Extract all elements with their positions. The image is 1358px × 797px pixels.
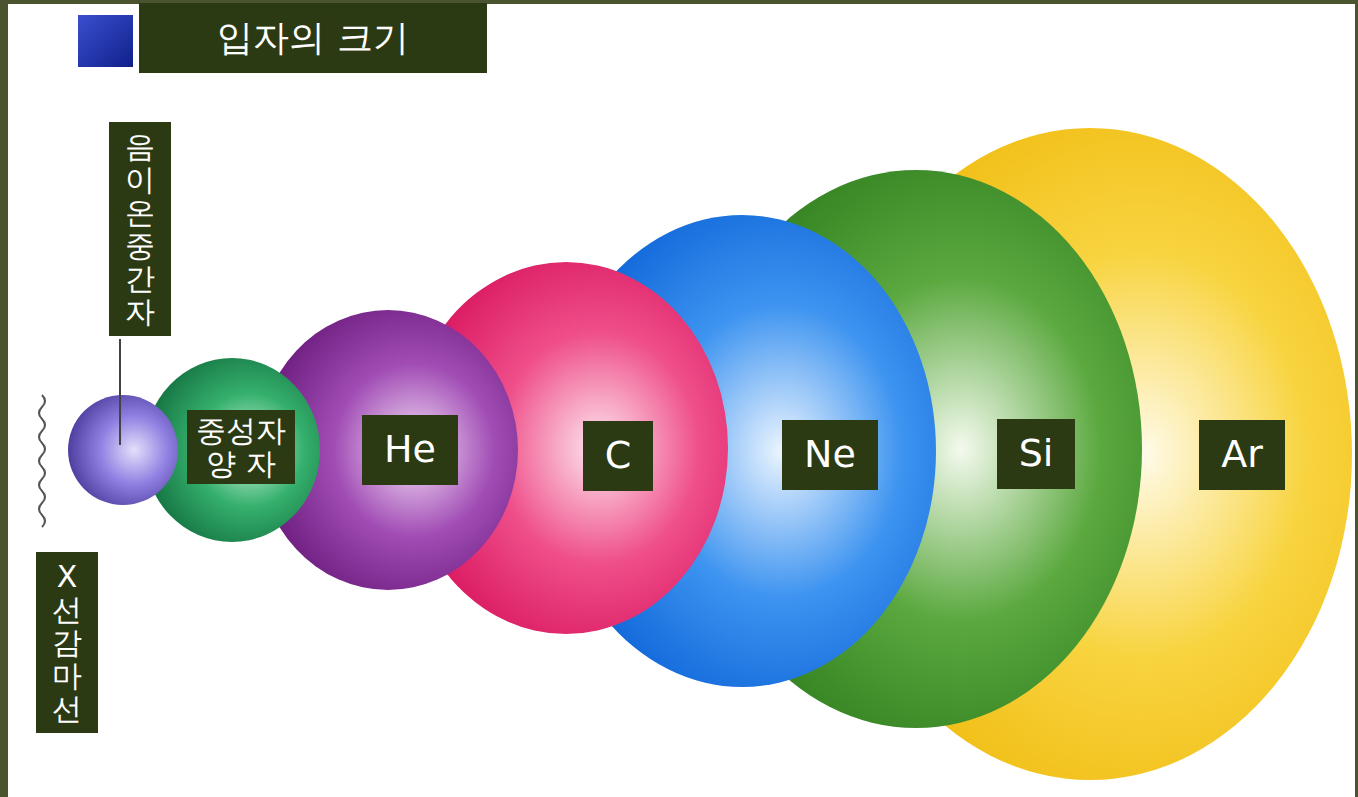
particle-label: 음이온중간자 <box>109 122 171 336</box>
particle-circle: 음이온중간자 <box>68 395 178 505</box>
circle-shape <box>68 395 178 505</box>
label-box: 중성자 양 자 <box>187 410 295 484</box>
circle-graphic <box>68 395 178 505</box>
particle-label: He <box>362 415 458 485</box>
left-border <box>0 0 8 797</box>
circle-shape <box>404 262 728 634</box>
circle-shape <box>548 215 936 687</box>
right-border <box>1355 0 1358 797</box>
title-square <box>78 15 133 67</box>
label-box: C <box>583 421 654 491</box>
particle-label: Si <box>997 419 1076 489</box>
circle-shape <box>144 358 320 542</box>
particle-label: C <box>583 421 654 491</box>
label-box: Ar <box>1199 420 1285 490</box>
circle-shape <box>258 310 518 590</box>
label-box: 음이온중간자 <box>109 122 171 336</box>
wave-symbol <box>39 395 45 527</box>
title-box: 입자의 크기 <box>139 3 487 73</box>
particle-label: 중성자 양 자 <box>187 410 295 484</box>
leader-line <box>119 339 121 445</box>
label-box: Ne <box>782 420 878 490</box>
title-text: 입자의 크기 <box>197 14 428 63</box>
label-box: Si <box>997 419 1076 489</box>
particle-label: Ar <box>1199 420 1285 490</box>
circle-shape <box>828 128 1352 780</box>
label-box: X선 감마선 <box>36 552 98 733</box>
particle-label: Ne <box>782 420 878 490</box>
radiation-label: X선 감마선 <box>36 552 98 733</box>
circle-shape <box>690 170 1142 728</box>
label-box: He <box>362 415 458 485</box>
